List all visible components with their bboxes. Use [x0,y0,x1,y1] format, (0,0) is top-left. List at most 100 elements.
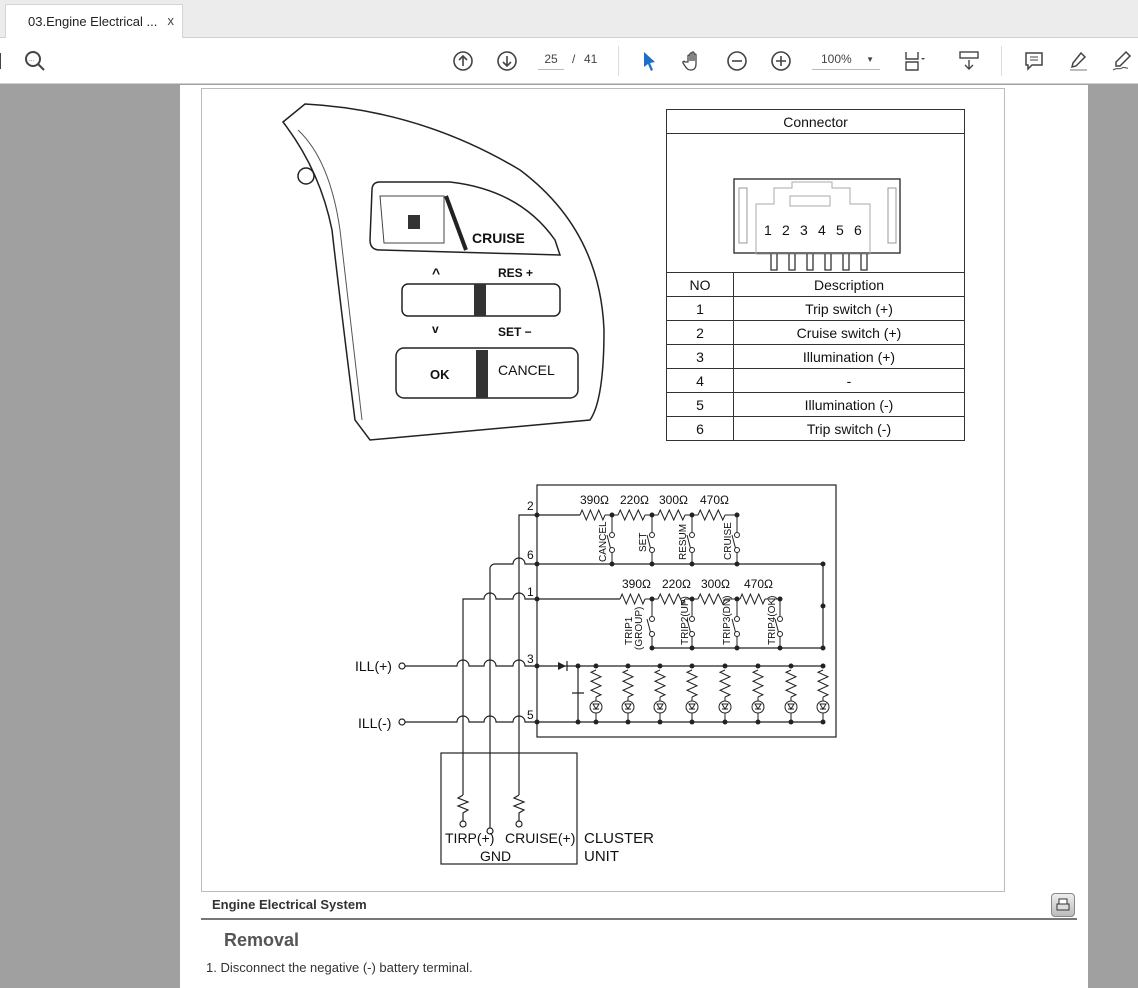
ill-minus-label: ILL(-) [358,715,391,731]
junction [734,512,740,518]
zoom-out-button[interactable] [725,49,749,73]
switch-contact [609,547,615,553]
resistor-value: 390Ω [622,577,651,591]
page-separator: / [572,52,576,66]
sign-icon[interactable] [1110,49,1134,73]
res-label: RES + [498,266,533,280]
resistor [816,669,830,698]
pin-6-label: 6 [527,548,534,562]
junction [689,719,695,725]
col-header-no: NO [666,272,734,297]
junction [777,645,783,651]
led [718,700,732,714]
pin-label: 5 [836,222,844,238]
resistor-value: 300Ω [659,493,688,507]
led-symbol [688,697,696,722]
switch-contact [734,631,740,637]
removal-step-1: 1. Disconnect the negative (-) battery t… [206,960,473,975]
trip-button [379,195,445,244]
previous-page-button[interactable] [451,49,475,73]
resistor-value: 470Ω [744,577,773,591]
select-tool-icon[interactable] [637,49,661,73]
junction [575,719,581,725]
led-symbol [656,697,664,722]
connector-drawing: 1 2 3 4 5 6 [733,178,901,255]
led-symbol [624,697,632,722]
led [816,700,830,714]
switch-box [536,484,837,738]
highlight-icon[interactable] [1066,49,1090,73]
junction [609,561,615,567]
cluster-trip-label: TIRP(+) [445,830,494,846]
resistor [784,669,798,698]
zoom-level-dropdown[interactable]: 100%▼ [812,52,880,70]
resistor [697,592,726,606]
cluster-gnd-label: GND [480,848,511,864]
cell-no: 3 [666,344,734,369]
comment-icon[interactable] [1022,49,1046,73]
tab-document[interactable]: 03.Engine Electrical ... x [5,4,183,39]
cell-description: Trip switch (+) [733,296,965,321]
junction [534,596,540,602]
close-tab-icon[interactable]: x [167,13,175,28]
switch-label: TRIP3(DN) [722,596,733,645]
page-number-input[interactable]: 25 [538,52,564,70]
hand-tool-icon[interactable] [681,49,705,73]
junction [649,645,655,651]
junction [722,663,728,669]
divider [1001,46,1002,76]
junction [689,645,695,651]
resistor [751,669,765,698]
rocker-divider [474,284,486,316]
search-icon[interactable]: ... [23,49,47,73]
resistor [657,592,686,606]
resistor-value: 300Ω [701,577,730,591]
switch-contact [649,547,655,553]
page-total: 41 [584,52,598,66]
switch-contact [734,616,740,622]
svg-text:...: ... [29,57,34,63]
pin-3-label: 3 [527,652,534,666]
led-symbol [787,697,795,722]
zoom-in-button[interactable] [769,49,793,73]
section-title: Engine Electrical System [212,897,367,912]
cell-no: 2 [666,320,734,345]
resistor [621,669,635,698]
circuit-diagram: 2 6 1 3 5 ILL(+) ILL(-) TIRP(+) GND CRUI… [355,484,837,865]
cell-description: - [733,368,965,393]
sidebar-toggle-icon[interactable] [0,49,12,73]
divider [444,195,468,251]
junction [534,663,540,669]
cell-description: Illumination (+) [733,344,965,369]
cell-no: 5 [666,392,734,417]
junction [649,596,655,602]
zoom-level: 100% [821,52,852,66]
switch-contact [689,547,695,553]
resistor-value: 470Ω [700,493,729,507]
resistor [579,508,606,522]
unit-label: UNIT [584,848,619,865]
led-symbol [754,697,762,722]
switch-contact [777,616,783,622]
fit-page-icon[interactable] [902,49,926,73]
cluster-box [440,752,578,865]
section-divider [201,918,1077,920]
trip-icon [408,215,420,229]
pin-1-label: 1 [527,585,534,599]
resistor [653,669,667,698]
print-button[interactable] [1051,893,1075,917]
button-divider [476,350,488,398]
next-page-button[interactable] [495,49,519,73]
junction [734,561,740,567]
cluster-label: CLUSTER [584,830,654,847]
led [685,700,699,714]
scroll-mode-icon[interactable] [957,49,981,73]
junction [689,561,695,567]
led [589,700,603,714]
led-symbol [819,697,827,722]
